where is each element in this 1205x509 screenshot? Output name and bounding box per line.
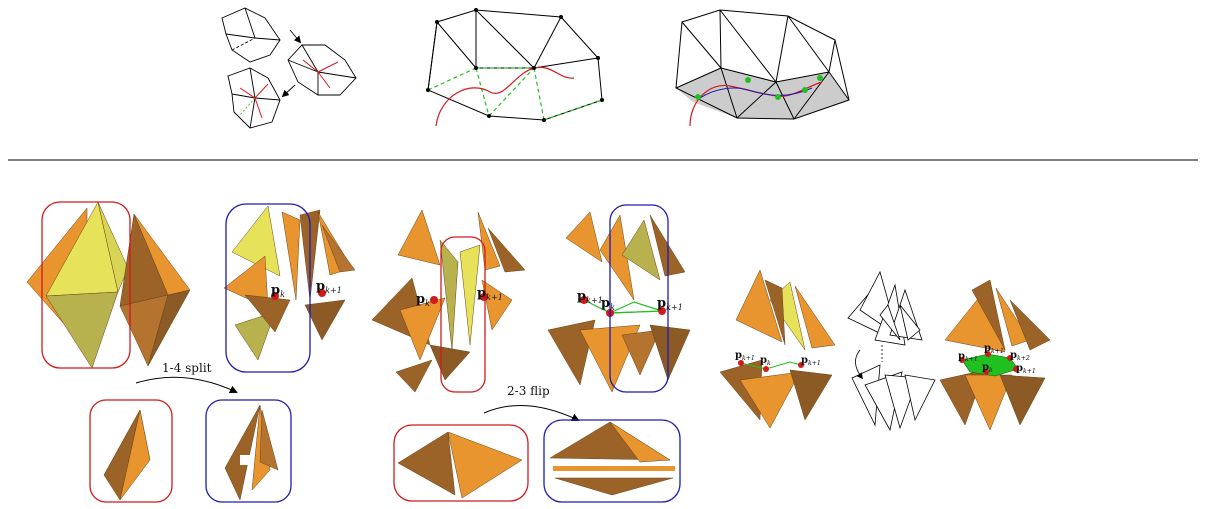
mesh-intermediate — [287, 44, 357, 96]
flip-label: 2-3 flip — [507, 384, 550, 398]
point-label: pk — [271, 283, 285, 299]
point-label: pk — [760, 355, 771, 368]
point-label: pk+1 — [316, 279, 342, 295]
highlight-box-blue-flip — [609, 204, 669, 393]
tet-mesh-step7 — [939, 279, 1051, 431]
step-arrow-2 — [281, 84, 296, 98]
flip-sequence-2d — [221, 7, 357, 129]
tet-mesh-after-flip — [547, 204, 691, 393]
flip-arrow — [483, 405, 580, 422]
tet-pair-before-split — [26, 201, 191, 369]
mesh-after-flip — [227, 67, 281, 129]
point-label: pk+1 — [1016, 363, 1036, 376]
triangulation-gray-strip — [675, 9, 850, 127]
highlight-box-red-flip — [440, 236, 486, 393]
point-label: pk+1 — [801, 355, 821, 368]
single-tet-red — [89, 399, 173, 503]
point-label: pk+1 — [657, 296, 683, 312]
split-arrow — [135, 376, 238, 394]
point-label: pk+1 — [958, 351, 978, 364]
tet-mesh-before-flip — [371, 209, 526, 393]
point-label: pk+1 — [477, 286, 503, 302]
point-label: pk+1 — [984, 343, 1004, 356]
wireframe-mesh — [847, 270, 936, 432]
point-label: pk+1 — [735, 350, 755, 363]
split-label: 1-4 split — [162, 361, 212, 375]
point-label: pk+2 — [1010, 350, 1030, 363]
split-tets-blue — [205, 399, 292, 503]
flat-tet-stack-blue — [543, 419, 681, 503]
highlight-box-blue — [225, 203, 311, 373]
tet-mesh-step5 — [719, 269, 836, 429]
mesh-before-flip — [221, 7, 281, 63]
point-label: pk+1 — [577, 289, 603, 305]
point-label: pk — [416, 292, 430, 308]
step-arrow-1 — [289, 29, 302, 44]
flat-tet-pair-red — [393, 424, 529, 502]
tet-mesh-after-split — [223, 203, 356, 373]
point-label: pk — [982, 362, 993, 375]
point-label: pk — [601, 296, 615, 312]
highlight-box-red — [41, 201, 131, 369]
triangulation-with-curve — [426, 8, 604, 127]
